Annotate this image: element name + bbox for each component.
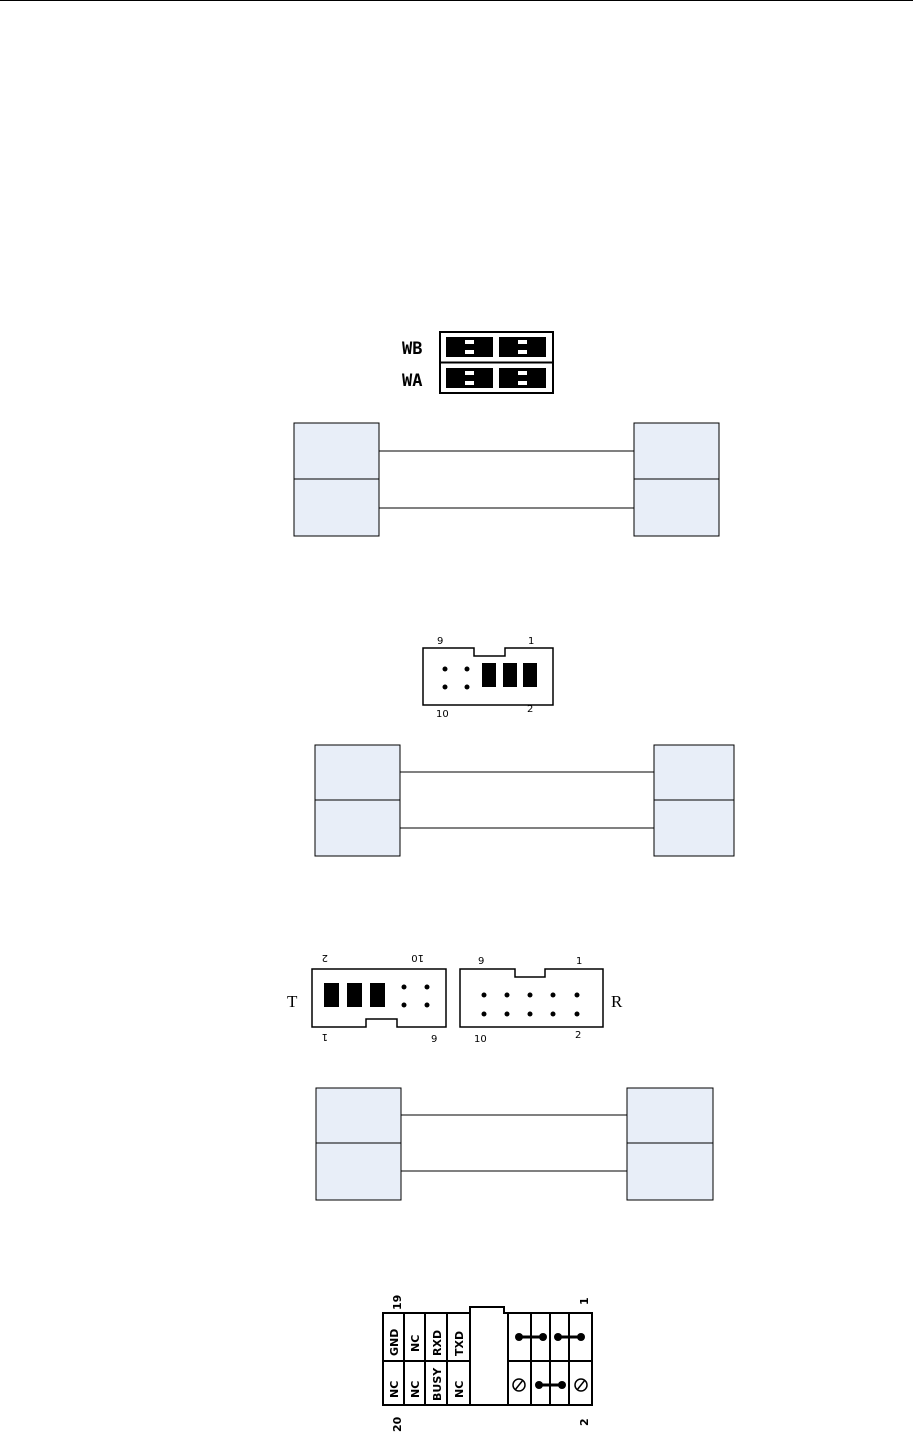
terminal-box xyxy=(314,744,401,801)
pin-label: 1 xyxy=(576,956,582,967)
jumper-cap xyxy=(523,663,537,687)
pin-label: 2 xyxy=(578,1418,591,1426)
jumper-label-wa: WA xyxy=(402,371,422,391)
pin-label: 1 xyxy=(528,636,534,647)
jumper-cap xyxy=(446,337,493,357)
pin-label: 9 xyxy=(437,636,443,647)
header-pin xyxy=(424,1002,430,1008)
jumper-cap xyxy=(499,337,546,357)
side-label-t: T xyxy=(287,992,298,1011)
terminal-box xyxy=(293,478,380,537)
terminal-box xyxy=(293,422,380,480)
terminal-box xyxy=(653,744,735,801)
pin-label: 1 xyxy=(322,1031,328,1042)
jumper-block-wb-wa: WB WA xyxy=(402,331,554,394)
pin-label: 10 xyxy=(411,952,424,963)
header-20pin: 19 1 20 2 GND NC RXD TXD NC NC BUSY NC xyxy=(382,1295,593,1432)
jumper-cap xyxy=(370,983,385,1007)
wiring-box-group-3 xyxy=(315,1087,714,1201)
header-pin xyxy=(481,992,487,998)
header-pin xyxy=(527,1011,533,1017)
pin-label: 9 xyxy=(431,1034,437,1045)
pin-label: 20 xyxy=(391,1416,404,1432)
header-pin xyxy=(574,1011,580,1017)
pin-label: 10 xyxy=(474,1034,487,1045)
jumper-cap xyxy=(324,983,339,1007)
header-pin xyxy=(527,992,533,998)
signal-label: NC xyxy=(388,1381,401,1398)
side-label-r: R xyxy=(611,992,623,1011)
header-pin xyxy=(442,684,448,690)
pin-label: 19 xyxy=(391,1295,404,1310)
pin-label: 2 xyxy=(527,704,533,715)
signal-label: BUSY xyxy=(431,1367,444,1401)
terminal-box xyxy=(315,1142,402,1201)
wiring-box-group-2 xyxy=(314,744,735,857)
header-pin xyxy=(464,684,470,690)
signal-label: NC xyxy=(453,1381,466,1398)
signal-label: NC xyxy=(409,1381,422,1398)
jumper-label-wb: WB xyxy=(402,339,422,359)
header-pin xyxy=(550,1011,556,1017)
pin-label: 9 xyxy=(478,956,484,967)
header-10pin-a: 9 1 10 2 xyxy=(422,636,554,720)
jumper-cap xyxy=(482,663,496,687)
header-pin xyxy=(504,992,510,998)
header-pair-tr: T R 2 10 1 9 9 1 10 2 xyxy=(287,952,623,1045)
jumper-cap xyxy=(499,368,546,388)
header-outline-right xyxy=(459,968,604,1028)
jumper-cap xyxy=(503,663,517,687)
pin-label: 1 xyxy=(578,1297,591,1305)
header-pin xyxy=(504,1011,510,1017)
header-pin xyxy=(401,984,407,990)
signal-label: RXD xyxy=(431,1330,444,1356)
terminal-box xyxy=(633,422,720,480)
terminal-box xyxy=(653,799,735,857)
signal-label: GND xyxy=(388,1329,401,1356)
signal-label: TXD xyxy=(453,1331,466,1356)
header-pin xyxy=(574,992,580,998)
jumper-cap xyxy=(347,983,362,1007)
jumper-caps xyxy=(446,337,546,388)
header-outline xyxy=(422,647,554,706)
header-pin xyxy=(442,666,448,672)
header-outline xyxy=(382,1306,593,1406)
terminal-box xyxy=(626,1142,714,1201)
signal-label: NC xyxy=(409,1335,422,1352)
terminal-box xyxy=(315,1087,402,1144)
terminal-box xyxy=(626,1087,714,1144)
empty-pin-marks xyxy=(512,1378,588,1392)
terminal-box xyxy=(633,478,720,537)
jumper-cap xyxy=(446,368,493,388)
header-pin xyxy=(481,1011,487,1017)
pin-label: 2 xyxy=(575,1030,581,1041)
header-pin xyxy=(464,666,470,672)
terminal-box xyxy=(314,799,401,857)
pin-label: 2 xyxy=(322,952,328,963)
header-pin xyxy=(424,984,430,990)
header-pin xyxy=(550,992,556,998)
empty-pin xyxy=(574,1378,588,1392)
wiring-box-group-1 xyxy=(293,422,720,537)
header-outline-left xyxy=(311,968,447,1028)
empty-pin xyxy=(512,1378,526,1392)
pin-label: 10 xyxy=(436,709,449,720)
shorting-links xyxy=(515,1333,585,1389)
header-pin xyxy=(401,1002,407,1008)
page-top-rule xyxy=(0,0,913,1)
